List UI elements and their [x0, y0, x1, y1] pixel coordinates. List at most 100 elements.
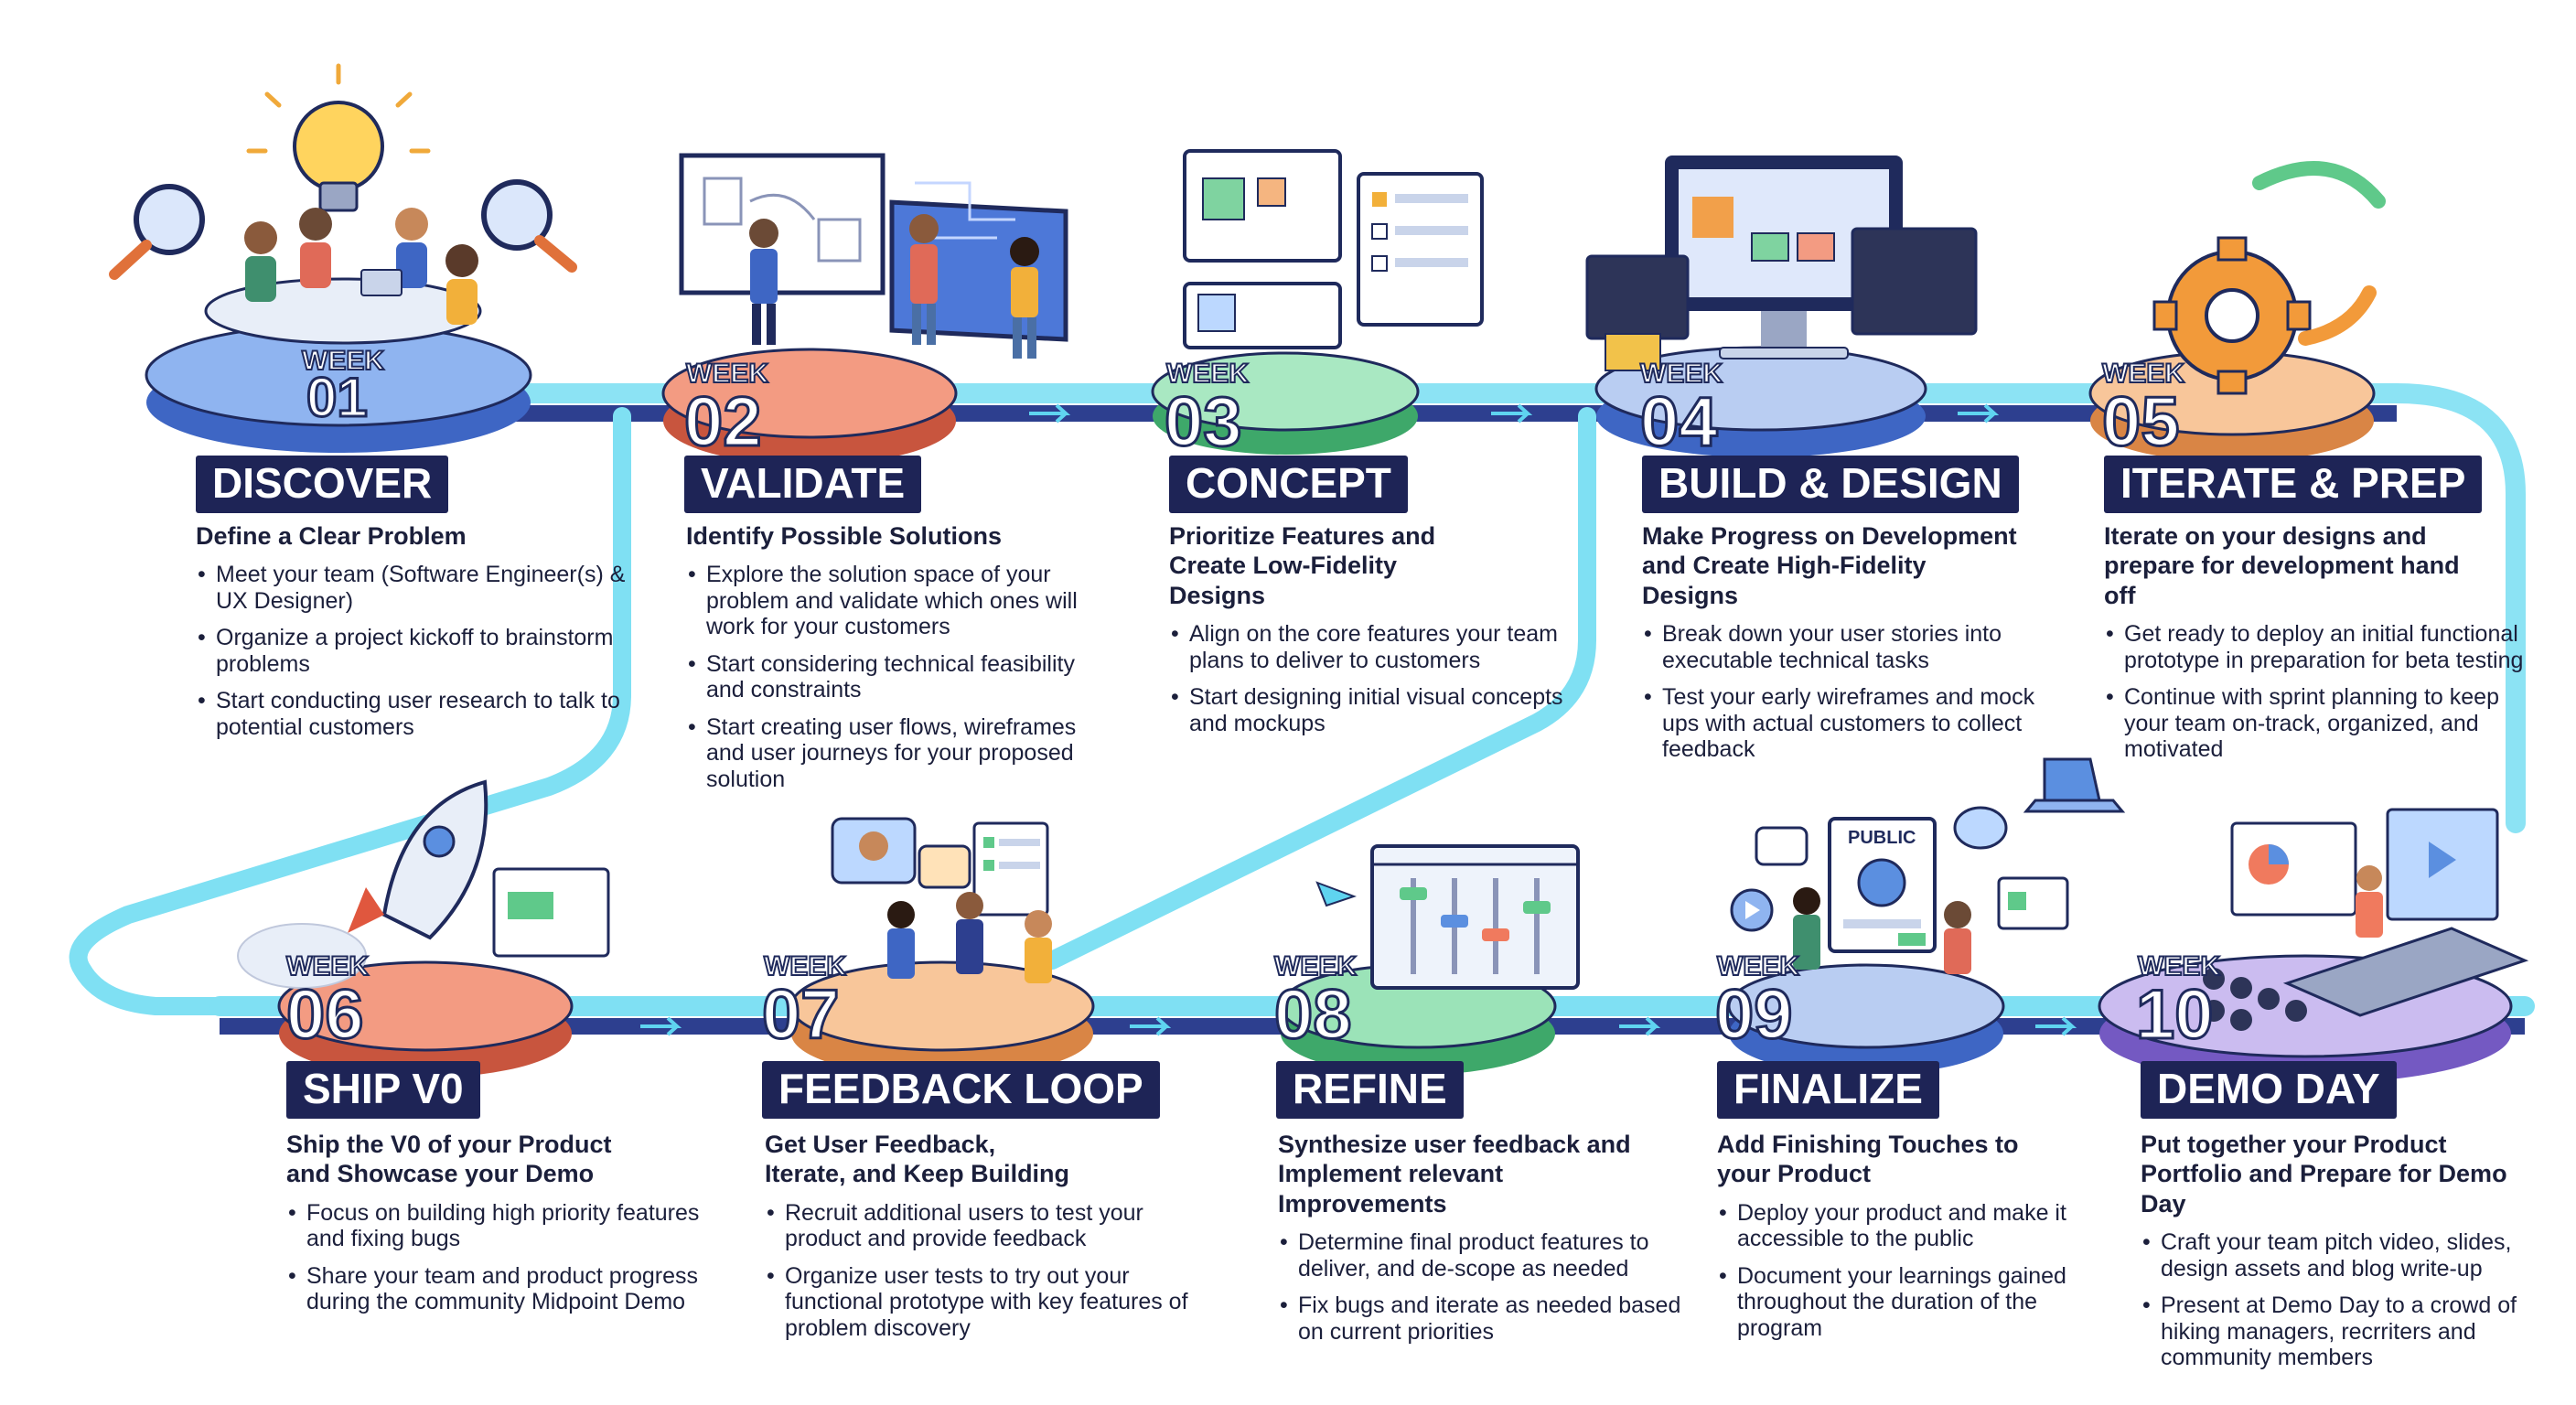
platform-week02: [661, 348, 958, 465]
phase-body-build-design: Make Progress on Development and Create …: [1642, 521, 2072, 774]
week-label-10: WEEK: [2137, 950, 2221, 982]
phase-subtitle: Synthesize user feedback and Implement r…: [1278, 1131, 1631, 1217]
phase-title-concept: CONCEPT: [1169, 456, 1408, 513]
phase-subtitle: Put together your Product Portfolio and …: [2141, 1131, 2507, 1217]
phase-body-iterate-prep: Iterate on your designs and prepare for …: [2104, 521, 2534, 774]
window-icon: [492, 867, 610, 958]
phase-bullet: Align on the core features your team pla…: [1171, 621, 1599, 673]
platform-week06: [277, 960, 574, 1078]
phase-bullet: Start considering technical feasibility …: [688, 651, 1116, 703]
phase-body-validate: Identify Possible Solutions Explore the …: [686, 521, 1116, 803]
week-number-06: 06: [285, 976, 366, 1054]
monitor-icon: [1585, 156, 1978, 371]
phase-body-ship-v0: Ship the V0 of your Product and Showcase…: [286, 1130, 716, 1326]
finalize-people: [1793, 887, 1971, 974]
phase-subtitle: Make Progress on Development and Create …: [1642, 522, 2017, 609]
week-label-04: WEEK: [1639, 358, 1723, 390]
phase-title-discover: DISCOVER: [196, 456, 449, 513]
week-number-10: 10: [2135, 976, 2216, 1054]
phase-title-demo-day: DEMO DAY: [2141, 1061, 2397, 1119]
track-arrows: [640, 403, 2077, 1036]
week-number-08: 08: [1273, 976, 1354, 1054]
week-number-07: 07: [761, 976, 842, 1054]
phase-body-refine: Synthesize user feedback and Implement r…: [1278, 1130, 1708, 1356]
whiteboard-icon: [679, 153, 1068, 342]
phase-bullet: Recruit additional users to test your pr…: [767, 1200, 1195, 1252]
platform-week01: [145, 323, 532, 453]
wireframe-icon: [1183, 149, 1484, 349]
week-number-02: 02: [683, 383, 764, 461]
phase-bullet: Start conducting user research to talk t…: [198, 688, 626, 740]
week-label-07: WEEK: [763, 950, 847, 982]
public-sign-label: PUBLIC: [1848, 828, 1916, 848]
week-label-03: WEEK: [1165, 358, 1250, 390]
phase-bullet: Present at Demo Day to a crowd of hiking…: [2142, 1292, 2527, 1371]
week-number-01: 01: [306, 367, 370, 428]
week-number-04: 04: [1639, 383, 1720, 461]
cycle-arrows-icon: [2252, 161, 2386, 346]
week-label-06: WEEK: [285, 950, 370, 982]
phase-bullet: Share your team and product progress dur…: [288, 1263, 716, 1315]
phase-bullet: Continue with sprint planning to keep yo…: [2106, 684, 2534, 763]
magnifier-icon: [109, 179, 577, 280]
phase-subtitle: Prioritize Features and Create Low-Fidel…: [1169, 522, 1436, 609]
platform-week03: [1151, 351, 1420, 455]
phase-body-feedback-loop: Get User Feedback, Iterate, and Keep Bui…: [765, 1130, 1195, 1352]
phase-subtitle: Add Finishing Touches to your Product: [1717, 1131, 2019, 1188]
phase-bullet: Fix bugs and iterate as needed based on …: [1280, 1292, 1708, 1345]
phase-title-refine: REFINE: [1276, 1061, 1464, 1119]
phase-bullet: Break down your user stories into execut…: [1644, 621, 2072, 673]
phase-bullet: Deploy your product and make it accessib…: [1719, 1200, 2085, 1252]
phase-bullet: Document your learnings gained throughou…: [1719, 1263, 2085, 1342]
phase-body-finalize: Add Finishing Touches to your Product De…: [1717, 1130, 2147, 1352]
phase-subtitle: Define a Clear Problem: [196, 522, 467, 550]
phase-title-build-design: BUILD & DESIGN: [1642, 456, 2019, 513]
week-label-05: WEEK: [2101, 358, 2185, 390]
phase-title-feedback-loop: FEEDBACK LOOP: [762, 1061, 1160, 1119]
phase-bullet: Focus on building high priority features…: [288, 1200, 716, 1252]
stage-icon: [2203, 808, 2529, 1031]
phase-bullet: Organize a project kickoff to brainstorm…: [198, 625, 626, 677]
phase-subtitle: Ship the V0 of your Product and Showcase…: [286, 1131, 612, 1188]
phase-subtitle: Get User Feedback, Iterate, and Keep Bui…: [765, 1131, 1070, 1188]
team-table-illustration: [204, 208, 482, 345]
feedback-people: [887, 892, 1052, 983]
laptop-icon: [1730, 757, 2126, 932]
phase-bullet: Determine final product features to deli…: [1280, 1229, 1708, 1282]
week-number-05: 05: [2101, 383, 2182, 461]
phase-title-validate: VALIDATE: [684, 456, 922, 513]
week-number-03: 03: [1164, 383, 1244, 461]
phase-body-discover: Define a Clear Problem Meet your team (S…: [196, 521, 626, 751]
phase-bullet: Meet your team (Software Engineer(s) & U…: [198, 562, 626, 614]
lightbulb-icon: [246, 63, 431, 212]
gear-icon: [2152, 236, 2312, 395]
chat-icon: [831, 817, 1049, 917]
week-label-02: WEEK: [685, 358, 769, 390]
phase-bullet: Start designing initial visual concepts …: [1171, 684, 1599, 736]
platform-week08: [1279, 963, 1557, 1075]
phase-bullet: Start creating user flows, wireframes an…: [688, 714, 1116, 793]
phase-bullet: Get ready to deploy an initial functiona…: [2106, 621, 2534, 673]
phase-bullet: Craft your team pitch video, slides, des…: [2142, 1229, 2527, 1282]
phase-bullet: Organize user tests to try out your func…: [767, 1263, 1195, 1342]
phase-bullet: Explore the solution space of your probl…: [688, 562, 1116, 640]
week-label-08: WEEK: [1273, 950, 1358, 982]
phase-body-demo-day: Put together your Product Portfolio and …: [2141, 1130, 2571, 1382]
phase-title-ship-v0: SHIP V0: [286, 1061, 480, 1119]
phase-subtitle: Iterate on your designs and prepare for …: [2104, 522, 2460, 609]
track-top: [264, 383, 2526, 833]
rocket-icon: [237, 779, 488, 989]
sliders-icon: [1315, 844, 1580, 990]
week-number-09: 09: [1714, 976, 1795, 1054]
phase-body-concept: Prioritize Features and Create Low-Fidel…: [1169, 521, 1599, 747]
platform-week04: [1594, 346, 1927, 457]
public-document-icon: [1828, 817, 1937, 953]
week-label-01: WEEK: [301, 345, 385, 377]
people-at-board: [749, 214, 1039, 359]
platform-week07: [789, 960, 1095, 1078]
platform-week09: [1727, 963, 2005, 1075]
phase-bullet: Test your early wireframes and mock ups …: [1644, 684, 2072, 763]
phase-title-finalize: FINALIZE: [1717, 1061, 1939, 1119]
phase-subtitle: Identify Possible Solutions: [686, 522, 1003, 550]
